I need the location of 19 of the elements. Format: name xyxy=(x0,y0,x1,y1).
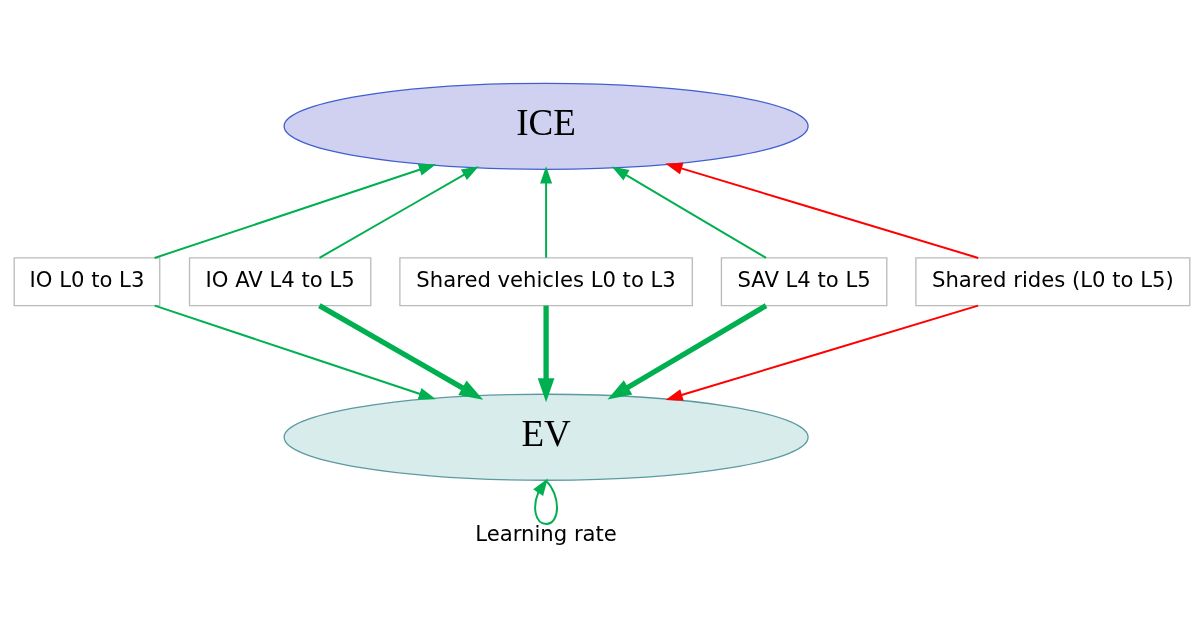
node-box: Shared vehicles L0 to L3 xyxy=(399,256,693,306)
arrow xyxy=(318,165,479,259)
arrow xyxy=(153,163,437,259)
arrow xyxy=(153,304,436,400)
node-box: SAV L4 to L5 xyxy=(720,256,888,306)
arrow xyxy=(537,305,555,402)
node-ellipse: ICE xyxy=(283,82,809,170)
edge-label: Learning rate xyxy=(475,520,617,546)
arrow xyxy=(318,302,484,400)
node-box: IO AV L4 to L5 xyxy=(188,256,372,306)
arrow xyxy=(607,302,768,399)
arrow xyxy=(533,477,558,525)
node-ellipse: EV xyxy=(283,393,809,481)
node-box: IO L0 to L3 xyxy=(13,256,161,306)
node-box: Shared rides (L0 to L5) xyxy=(915,256,1191,306)
arrow xyxy=(665,162,980,259)
arrow xyxy=(540,165,553,259)
arrow xyxy=(665,304,980,401)
arrow xyxy=(611,165,768,259)
